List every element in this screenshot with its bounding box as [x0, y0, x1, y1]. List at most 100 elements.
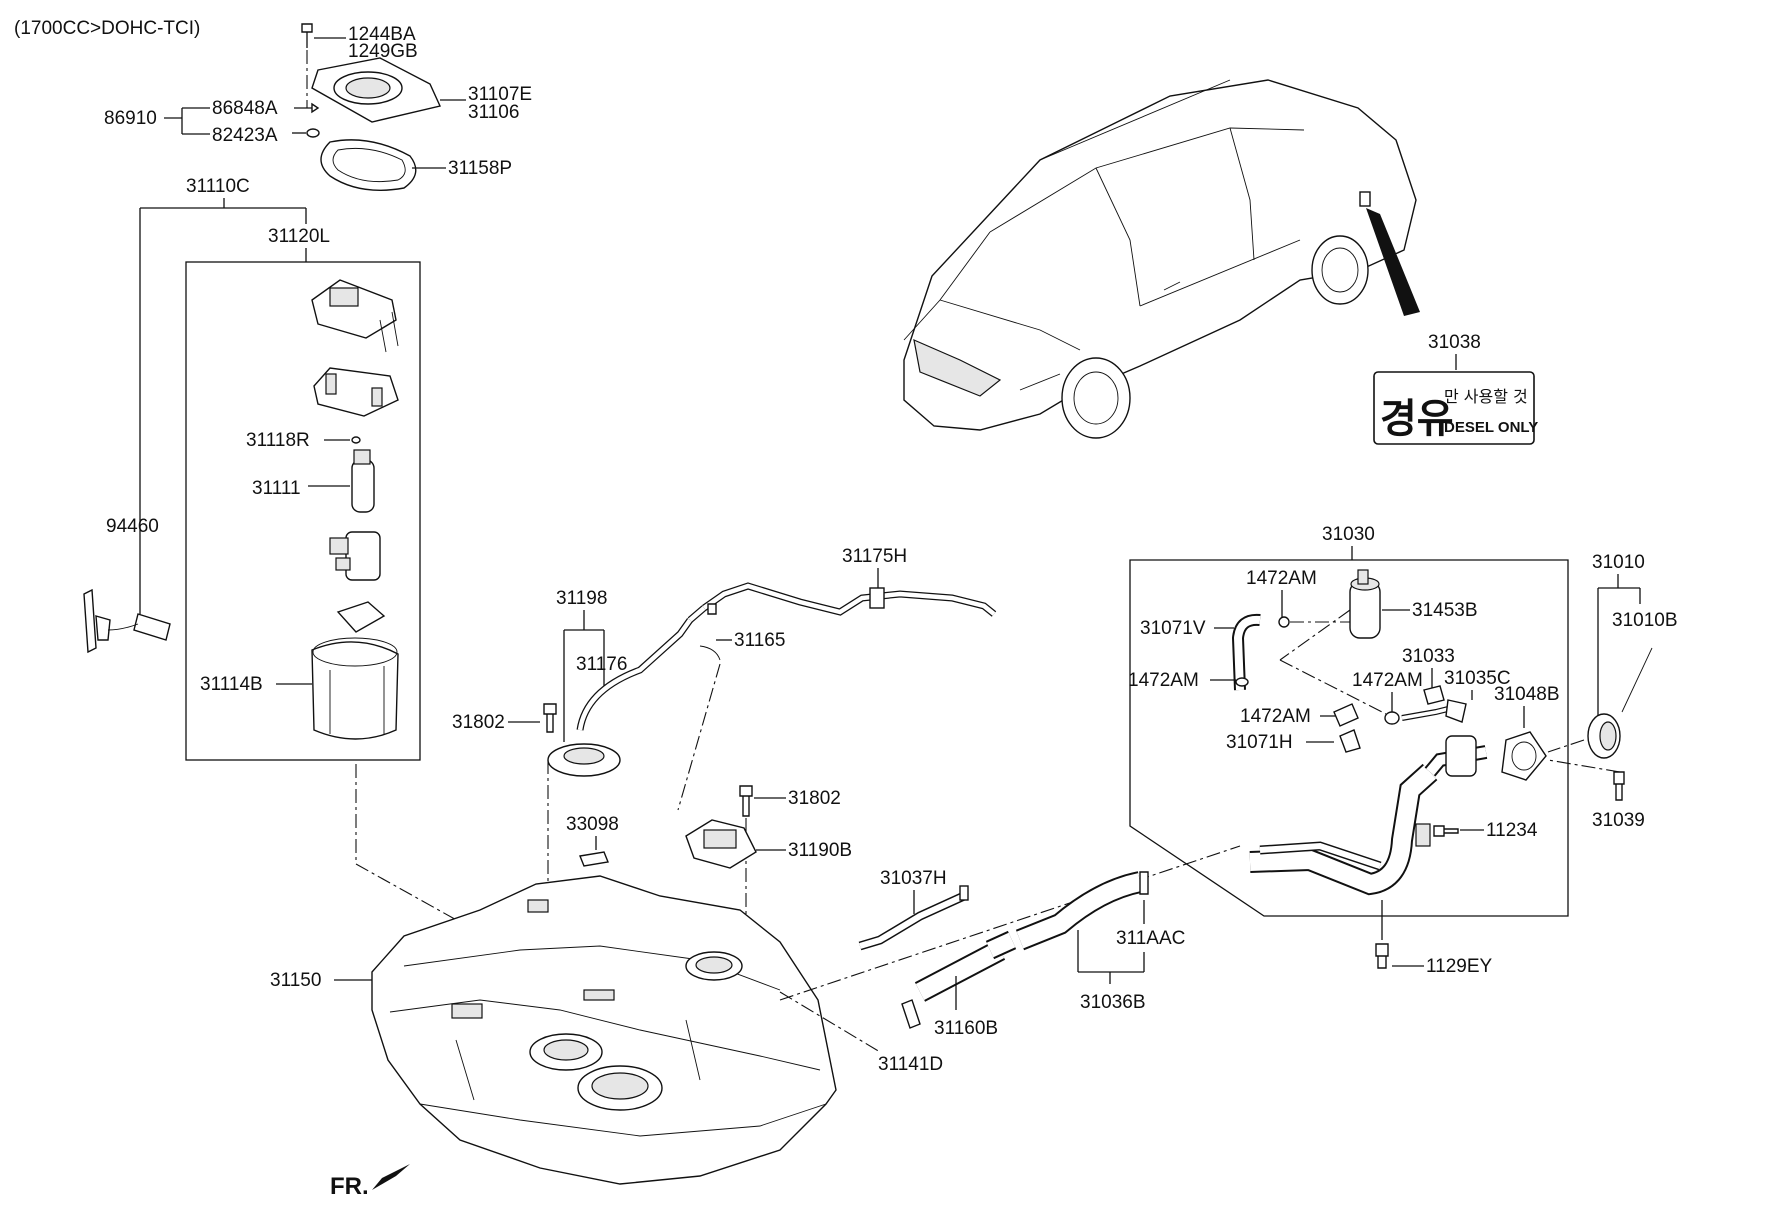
label-1472AM-c: 1472AM: [1240, 706, 1311, 727]
vent-valve-31453B: [1349, 569, 1381, 639]
label-31107E: 31107E: [468, 84, 532, 105]
clamp-1472AM-b: [1235, 677, 1249, 687]
regulator-part: [336, 601, 386, 633]
hose-31175H: [687, 582, 997, 623]
car-illustration: [903, 79, 1420, 439]
label-31802-b: 31802: [788, 788, 841, 809]
label-82423A: 82423A: [212, 125, 278, 146]
bolt-11234: [1433, 825, 1459, 837]
hose-31071H: [1339, 729, 1361, 753]
label-31118R: 31118R: [246, 430, 310, 451]
label-31071V: 31071V: [1140, 618, 1206, 639]
plate-31198: [547, 743, 621, 777]
label-31141D: 31141D: [878, 1054, 943, 1075]
pump-assembly-box: [185, 261, 421, 761]
part-33098: [579, 851, 609, 867]
fuel-tank-31150: [371, 875, 837, 1185]
plate-31190B: [685, 819, 757, 869]
label-86848A: 86848A: [212, 98, 278, 119]
clamp-311AAC: [1139, 871, 1149, 895]
label-31175H: 31175H: [842, 546, 907, 567]
dash-cap-housing: [1547, 739, 1585, 753]
label-86910: 86910: [104, 108, 157, 129]
label-1472AM-b: 1472AM: [1128, 670, 1199, 691]
screw-1244BA: [301, 23, 313, 108]
label-11234: 11234: [1486, 820, 1538, 841]
reservoir-31114B: [311, 637, 399, 740]
fuel-pump-31111: [351, 449, 375, 513]
label-31033: 31033: [1402, 646, 1455, 667]
label-31114B: 31114B: [200, 674, 263, 695]
hose-31071V: [1231, 613, 1261, 691]
vent-tube: [1401, 699, 1467, 723]
label-31035C: 31035C: [1444, 668, 1511, 689]
clip-31165: [699, 603, 721, 661]
filler-assembly-box: [1129, 559, 1569, 917]
clamp-1472AM-a: [1278, 616, 1290, 628]
label-311AAC: 311AAC: [1116, 928, 1185, 949]
decal-english: DESEL ONLY: [1444, 419, 1538, 436]
label-31036B: 31036B: [1080, 992, 1146, 1013]
label-1249GB: 1249GB: [348, 41, 418, 62]
screw-31039: [1613, 771, 1625, 801]
label-1472AM-d: 1472AM: [1352, 670, 1423, 691]
label-31010B: 31010B: [1612, 610, 1678, 631]
label-31802-a: 31802: [452, 712, 505, 733]
bracket-31198: [563, 610, 605, 742]
label-31160B: 31160B: [934, 1018, 998, 1039]
part-1472AM-c: [1333, 703, 1359, 727]
hose-31037H: [858, 885, 969, 951]
bracket-31036B: [1077, 930, 1145, 984]
label-31150: 31150: [270, 970, 321, 991]
cover-plate-31107E: [311, 57, 441, 123]
clip-86848A: [311, 102, 320, 114]
label-94460: 94460: [106, 516, 159, 537]
grommet-82423A: [306, 128, 320, 138]
decal-korean-big: 경유: [1380, 396, 1454, 442]
bracket-31110C: [139, 198, 307, 608]
clip-31033: [1423, 685, 1445, 705]
bolt-1129EY: [1375, 943, 1389, 969]
tether-31010B: [1621, 647, 1653, 713]
label-31048B: 31048B: [1494, 684, 1560, 705]
dash-31165-31190B: [677, 663, 721, 811]
label-31110C: 31110C: [186, 176, 250, 197]
label-31176: 31176: [576, 654, 627, 675]
label-31198: 31198: [556, 588, 607, 609]
bracket-86910: [164, 107, 210, 135]
bracket-31010: [1597, 574, 1641, 718]
front-arrow-icon: [372, 1164, 410, 1190]
pump-holder: [313, 367, 399, 417]
label-31190B: 31190B: [788, 840, 852, 861]
filter-housing: [329, 531, 381, 581]
clamp-31141D: [901, 999, 921, 1029]
clamp-1472AM-d: [1384, 711, 1400, 725]
label-31030: 31030: [1322, 524, 1375, 545]
filler-neck-31036B: [1015, 871, 1143, 951]
dash-valve-clamp2: [1279, 659, 1387, 715]
pump-flange: [311, 279, 399, 353]
dash-tank-31141D: [779, 991, 881, 1053]
oring-31118R: [351, 436, 361, 444]
label-31039: 31039: [1592, 810, 1645, 831]
label-31010: 31010: [1592, 552, 1645, 573]
dash-31039: [1547, 759, 1621, 773]
label-1472AM-a: 1472AM: [1246, 568, 1317, 589]
label-31111: 31111: [252, 478, 301, 499]
label-1244BA: 1244BA: [348, 24, 416, 45]
bolt-31802-a: [543, 703, 557, 733]
dash-valve-clamp: [1279, 609, 1351, 661]
fuel-cap-31010: [1587, 713, 1621, 759]
label-31071H: 31071H: [1226, 732, 1293, 753]
bolt-31802-b: [739, 785, 753, 817]
label-31106: 31106: [468, 102, 519, 123]
engine-note: (1700CC>DOHC-TCI): [14, 18, 200, 39]
hose-31160B: [914, 930, 1017, 1002]
sender-94460: [83, 588, 171, 654]
housing-31048B: [1501, 731, 1547, 781]
label-31165: 31165: [734, 630, 785, 651]
label-31453B: 31453B: [1412, 600, 1478, 621]
hose-31176: [576, 617, 693, 731]
